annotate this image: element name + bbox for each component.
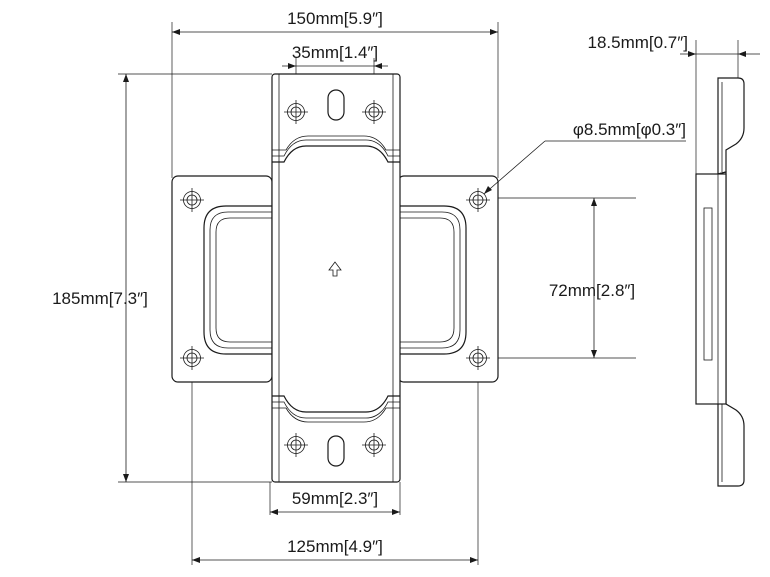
center-plate — [271, 73, 401, 483]
horizontal-hole-spacing-label: 125mm[4.9″] — [287, 537, 383, 556]
extension-lines — [118, 22, 739, 565]
depth-label: 18.5mm[0.7″] — [587, 33, 688, 52]
dimension-lines — [123, 29, 760, 563]
arrow-up-icon — [328, 261, 342, 277]
center-plate-width-label: 59mm[2.3″] — [292, 489, 378, 508]
dimension-labels: 150mm[5.9″] 35mm[1.4″] 18.5mm[0.7″] φ8.5… — [52, 9, 688, 556]
overall-height-label: 185mm[7.3″] — [52, 289, 148, 308]
slot-spacing-label: 35mm[1.4″] — [292, 43, 378, 62]
vertical-hole-spacing-label: 72mm[2.8″] — [549, 281, 635, 300]
overall-width-label: 150mm[5.9″] — [287, 9, 383, 28]
side-view — [695, 77, 745, 487]
hole-diameter-label: φ8.5mm[φ0.3″] — [573, 120, 686, 139]
